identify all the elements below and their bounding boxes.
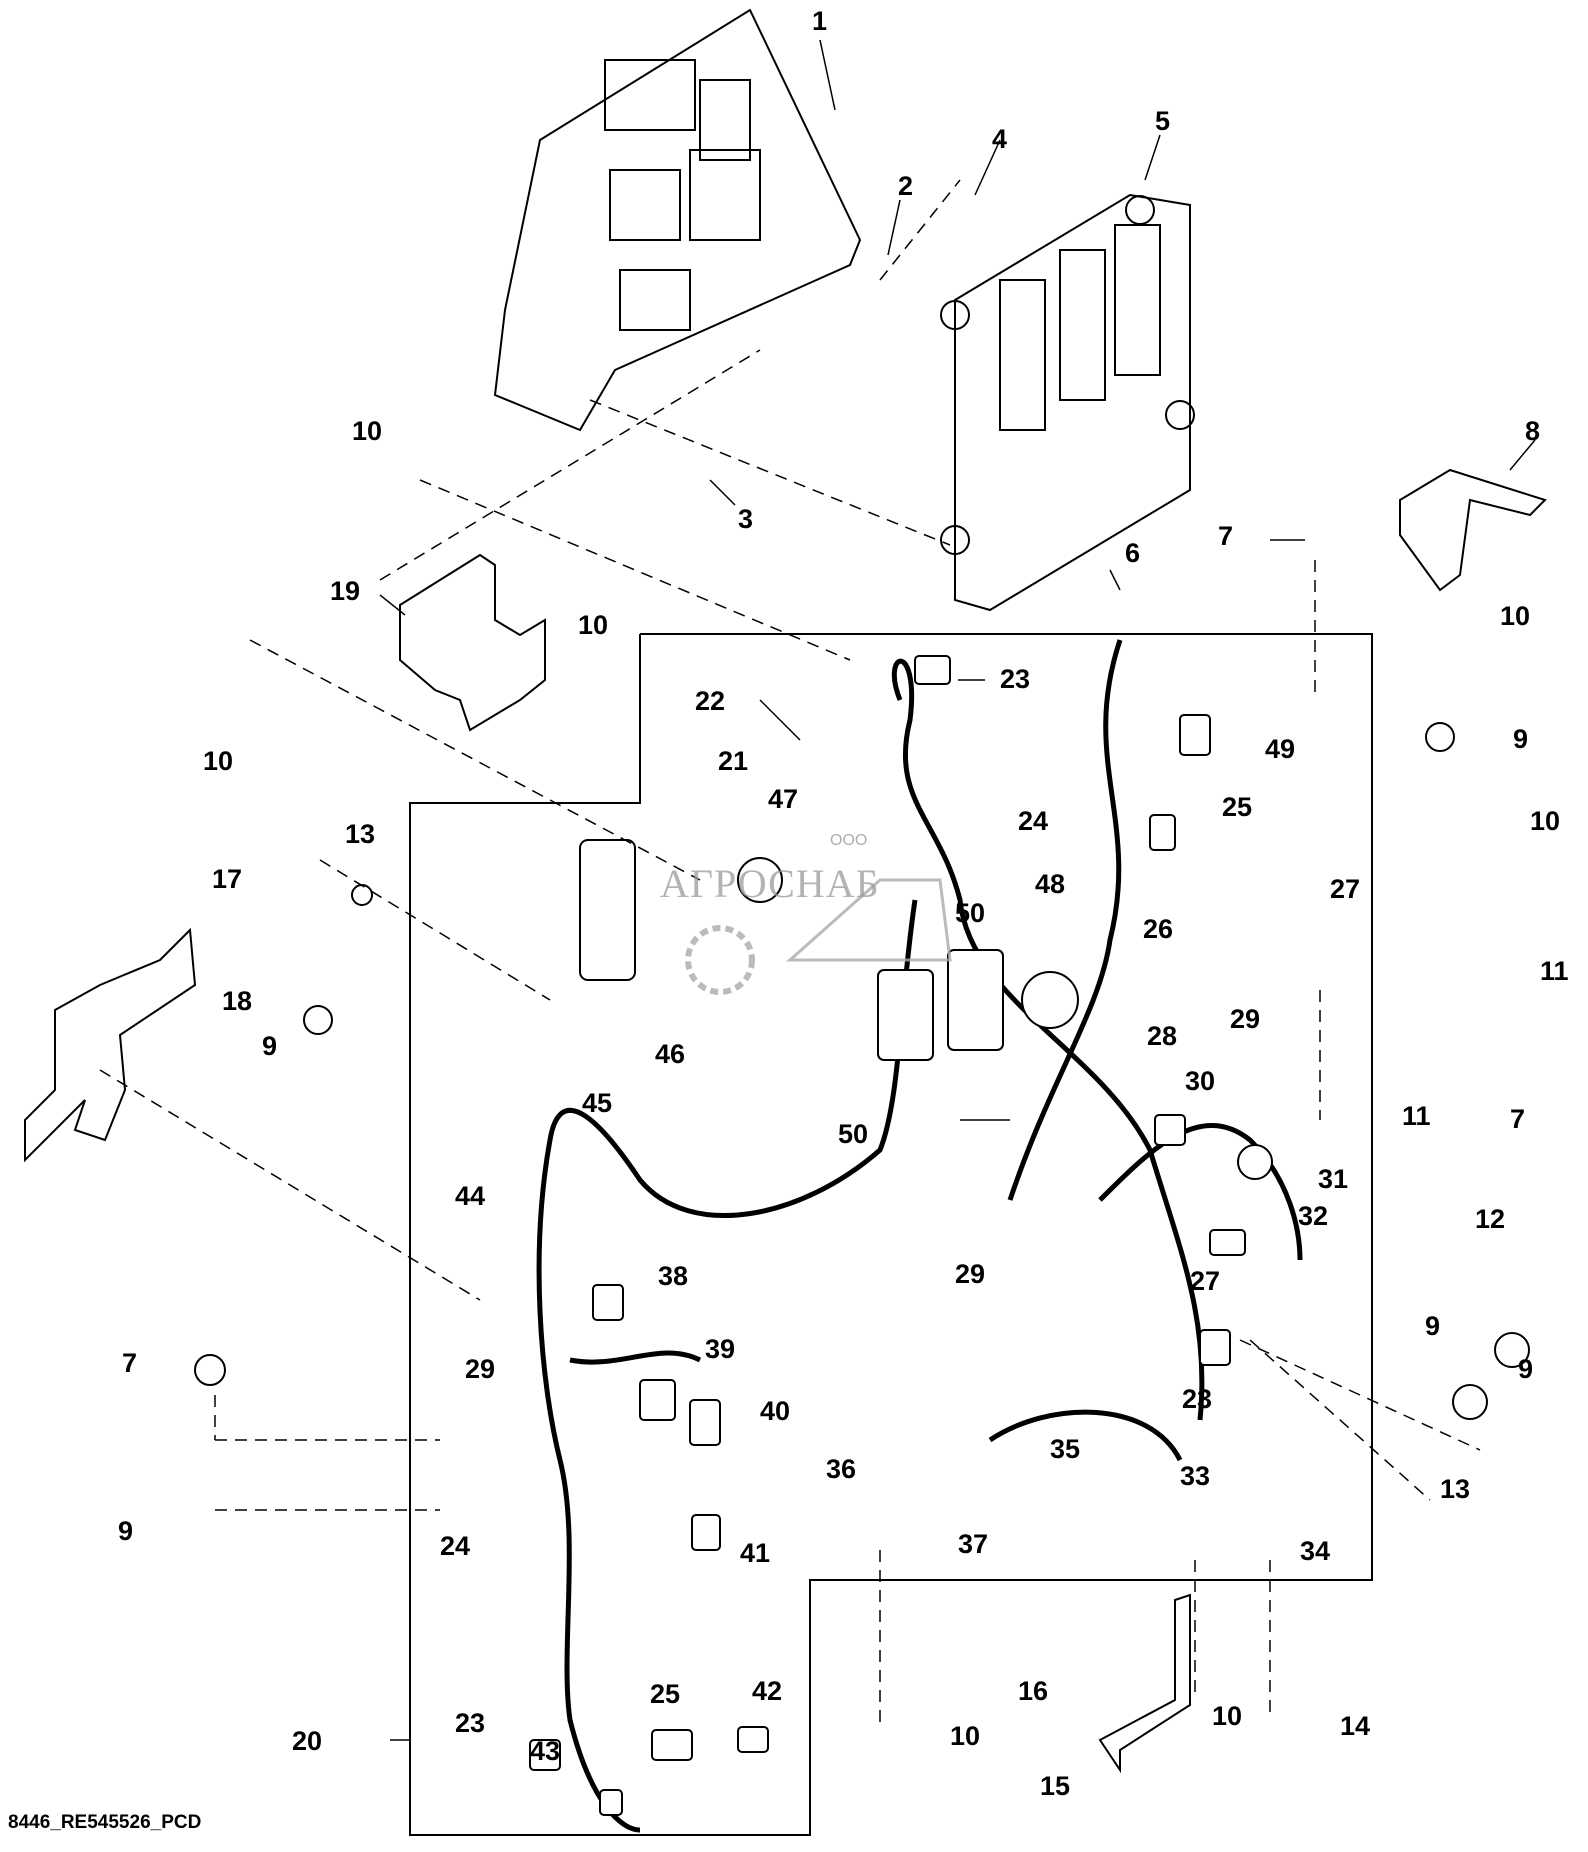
callout-45: 45: [582, 1088, 612, 1118]
callout-33: 33: [1180, 1461, 1210, 1491]
callout-40: 40: [760, 1396, 790, 1426]
watermark-text: АГРОСНАБ: [660, 861, 880, 906]
callout-29: 29: [955, 1259, 985, 1289]
callout-7: 7: [1218, 521, 1233, 551]
callout-19: 19: [330, 576, 360, 606]
callout-3: 3: [738, 504, 753, 534]
engine-control-unit: [940, 193, 1195, 612]
leader-lines: [379, 39, 1536, 1741]
callout-37: 37: [958, 1529, 988, 1559]
callout-7: 7: [122, 1348, 137, 1378]
callout-29: 29: [1230, 1004, 1260, 1034]
callout-44: 44: [455, 1181, 485, 1211]
callout-29: 29: [465, 1354, 495, 1384]
callout-23: 23: [1182, 1384, 1212, 1414]
callout-10: 10: [203, 746, 233, 776]
callout-10: 10: [352, 416, 382, 446]
callout-2: 2: [898, 171, 913, 201]
bracket-19: [399, 553, 546, 732]
callout-27: 27: [1330, 874, 1360, 904]
callout-9: 9: [1513, 724, 1528, 754]
ecu-mounting-bracket: [493, 8, 862, 432]
callout-49: 49: [1265, 734, 1295, 764]
callout-13: 13: [1440, 1474, 1470, 1504]
callout-23: 23: [455, 1708, 485, 1738]
callout-48: 48: [1035, 869, 1065, 899]
wiring-harness: [536, 639, 1303, 1833]
bracket-17: [24, 927, 197, 1163]
callout-10: 10: [1500, 601, 1530, 631]
callout-6: 6: [1125, 538, 1140, 568]
callout-25: 25: [1222, 792, 1252, 822]
callout-28: 28: [1147, 1021, 1177, 1051]
callout-9: 9: [1425, 1311, 1440, 1341]
callout-34: 34: [1300, 1536, 1330, 1566]
callout-36: 36: [826, 1454, 856, 1484]
callout-35: 35: [1050, 1434, 1080, 1464]
watermark-prefix: ООО: [830, 832, 868, 849]
callout-11: 11: [1402, 1101, 1431, 1131]
callout-5: 5: [1155, 106, 1170, 136]
callout-9: 9: [1518, 1354, 1533, 1384]
callout-10: 10: [1530, 806, 1560, 836]
bracket-15: [1098, 1593, 1191, 1774]
watermark-logo: [685, 878, 952, 995]
callout-10: 10: [950, 1721, 980, 1751]
callout-42: 42: [752, 1676, 782, 1706]
callout-22: 22: [695, 686, 725, 716]
callout-39: 39: [705, 1334, 735, 1364]
callout-4: 4: [992, 124, 1007, 154]
callout-11: 11: [1540, 956, 1569, 986]
callout-24: 24: [1018, 806, 1048, 836]
callout-15: 15: [1040, 1771, 1070, 1801]
callout-17: 17: [212, 864, 242, 894]
callout-30: 30: [1185, 1066, 1215, 1096]
callout-50: 50: [955, 898, 985, 928]
callout-47: 47: [768, 784, 798, 814]
callout-41: 41: [740, 1538, 770, 1568]
callout-9: 9: [262, 1031, 277, 1061]
callout-9: 9: [118, 1516, 133, 1546]
callout-13: 13: [345, 819, 375, 849]
callout-26: 26: [1143, 914, 1173, 944]
callout-50: 50: [838, 1119, 868, 1149]
callout-7: 7: [1510, 1104, 1525, 1134]
callout-27: 27: [1190, 1266, 1220, 1296]
callout-10: 10: [578, 610, 608, 640]
callout-8: 8: [1525, 416, 1540, 446]
bracket-8: [1399, 468, 1547, 592]
callout-25: 25: [650, 1679, 680, 1709]
callout-10: 10: [1212, 1701, 1242, 1731]
callout-31: 31: [1318, 1164, 1348, 1194]
callout-20: 20: [292, 1726, 322, 1756]
callout-43: 43: [530, 1736, 560, 1766]
callout-32: 32: [1298, 1201, 1328, 1231]
callout-18: 18: [222, 986, 252, 1016]
connectors: [194, 655, 1530, 1816]
callout-46: 46: [655, 1039, 685, 1069]
callout-12: 12: [1475, 1204, 1505, 1234]
callout-labels: 1 2 3 4 5 6 7 7 7 8 9 9 9 9 9 10 10 10 1…: [118, 6, 1569, 1801]
callout-38: 38: [658, 1261, 688, 1291]
callout-1: 1: [812, 6, 827, 36]
callout-16: 16: [1018, 1676, 1048, 1706]
harness-boundary: [409, 633, 1373, 1836]
callout-14: 14: [1340, 1711, 1370, 1741]
callout-21: 21: [718, 746, 748, 776]
callout-23: 23: [1000, 664, 1030, 694]
alignment-lines: [99, 179, 1481, 1730]
diagram-code: 8446_RE545526_PCD: [8, 1812, 202, 1833]
callout-24: 24: [440, 1531, 470, 1561]
